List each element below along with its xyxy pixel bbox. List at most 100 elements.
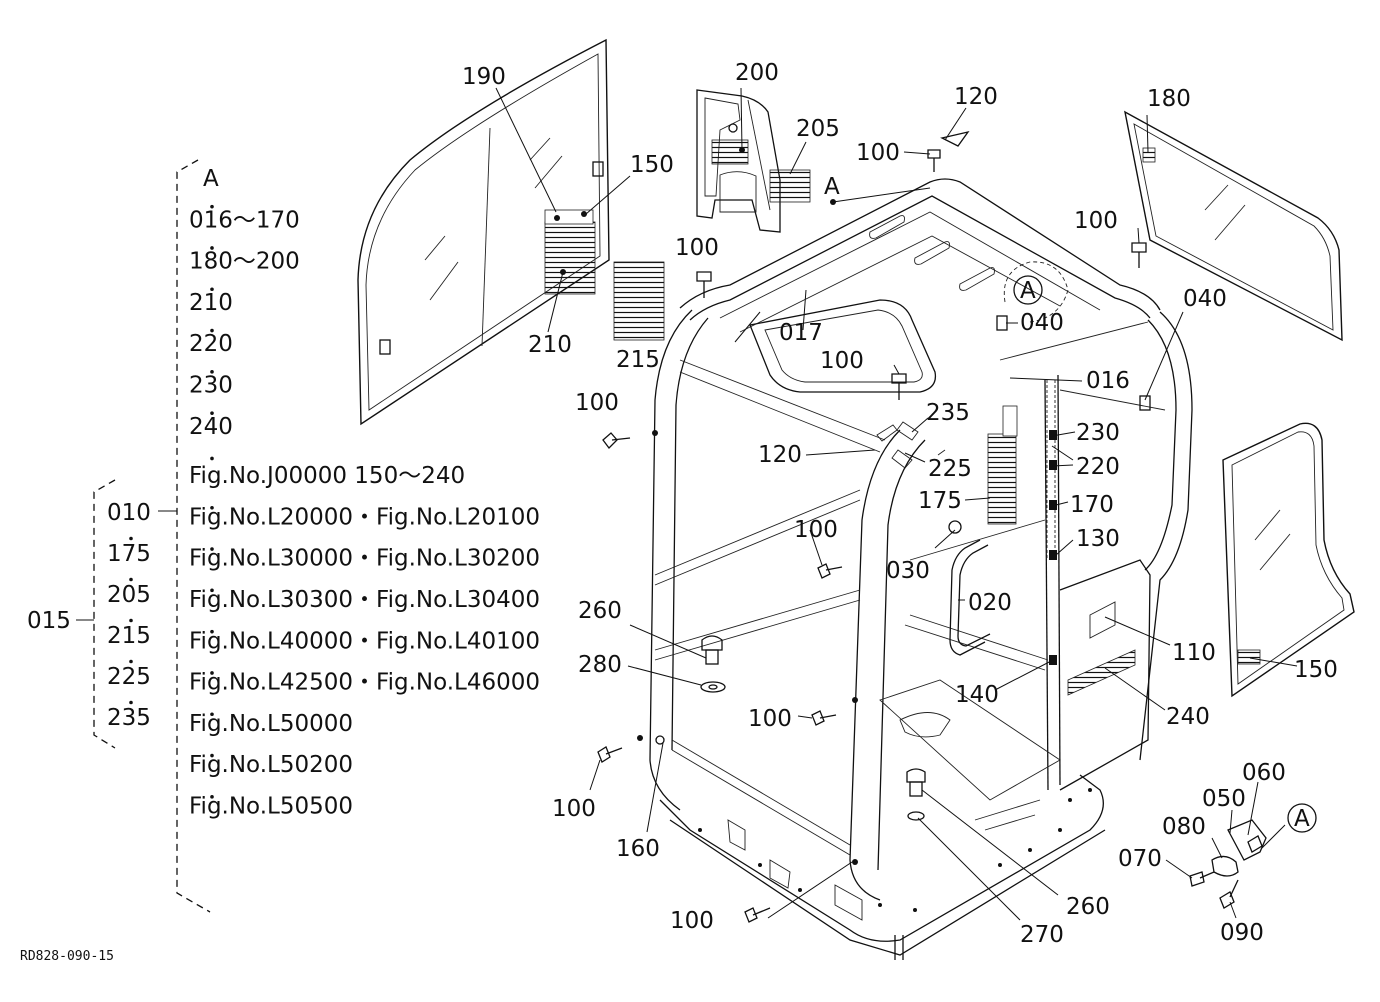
separator-dot: [210, 547, 214, 551]
separator-dot: [210, 588, 214, 593]
fasteners: [597, 130, 1267, 923]
separator-dot: [210, 328, 214, 333]
callout-030: 030: [886, 558, 930, 584]
callout-260: 260: [1066, 894, 1110, 920]
applicability-item: 230: [189, 373, 233, 399]
leader-lines: [495, 87, 1298, 921]
callout-110: 110: [1172, 640, 1216, 666]
detail-a-region: [1003, 261, 1069, 323]
separator-dot: [210, 370, 214, 374]
callout-100: 100: [748, 706, 792, 732]
right-side-window: [1124, 110, 1343, 342]
applicability-item: Fig.No.L50200: [189, 752, 353, 778]
callout-100: 100: [670, 908, 714, 934]
separator-dot: [129, 659, 133, 664]
applicability-item: Fig.No.J00000 150～240: [189, 463, 465, 489]
bolt-100-front: [696, 271, 712, 298]
cab-frame: [637, 178, 1193, 960]
point-a-dot: [830, 199, 836, 205]
applicability-item: Fig.No.L20000・Fig.No.L20100: [189, 504, 540, 530]
separator-dot: [210, 287, 214, 292]
left-door-glass: [357, 38, 610, 426]
callout-260: 260: [578, 598, 622, 624]
detail-a-assembly: [1189, 819, 1267, 909]
callout-a: A: [1020, 278, 1036, 304]
rear-panel: [696, 89, 781, 233]
bolt-100-bottom: [744, 907, 771, 923]
separator-dot: [210, 246, 214, 250]
separator-dot: [129, 700, 133, 705]
group-item: 235: [107, 705, 151, 731]
callout-190: 190: [462, 64, 506, 90]
callout-050: 050: [1202, 786, 1246, 812]
callout-017: 017: [779, 320, 823, 346]
callout-240: 240: [1166, 704, 1210, 730]
callout-180: 180: [1147, 86, 1191, 112]
detail-a-marker-detail: [1287, 803, 1317, 833]
group-item: 215: [107, 623, 151, 649]
callout-040: 040: [1020, 310, 1064, 336]
applicability-item: Fig.No.L30000・Fig.No.L30200: [189, 546, 540, 572]
group-item: 205: [107, 582, 151, 608]
callout-130: 130: [1076, 526, 1120, 552]
callout-080: 080: [1162, 814, 1206, 840]
bolt-100-center: [891, 373, 907, 400]
callout-120: 120: [758, 442, 802, 468]
separator-dot: [210, 795, 214, 799]
callout-150: 150: [1294, 657, 1338, 683]
applicability-item: Fig.No.L50500: [189, 794, 353, 820]
callout-070: 070: [1118, 846, 1162, 872]
callout-225: 225: [928, 456, 972, 482]
bolt-100-mid: [817, 563, 843, 579]
callout-a: A: [824, 174, 840, 200]
callout-220: 220: [1076, 454, 1120, 480]
applicability-item: 210: [189, 290, 233, 316]
callout-100: 100: [575, 390, 619, 416]
callout-labels: 190 150 210 215 200 205 120 100 A 180 10…: [462, 60, 1338, 948]
callout-020: 020: [968, 590, 1012, 616]
callout-215: 215: [616, 347, 660, 373]
callout-205: 205: [796, 116, 840, 142]
callout-270: 270: [1020, 922, 1064, 948]
bolt-100-bottom-left: [597, 746, 623, 763]
bolt-260-right: [906, 768, 926, 821]
applicability-item: 016～170: [189, 207, 300, 233]
bolt-100-left: [602, 432, 631, 449]
separator-dot: [210, 753, 214, 758]
applicability-list: A016～170180～200210220230240Fig.No.J00000…: [189, 166, 540, 820]
callout-210: 210: [528, 332, 572, 358]
drawing-code: RD828-090-15: [20, 949, 114, 964]
callout-100: 100: [1074, 208, 1118, 234]
callout-100: 100: [675, 235, 719, 261]
group-item: 010: [107, 500, 151, 526]
separator-dot: [210, 629, 214, 634]
separator-dot: [129, 618, 133, 623]
callout-a: A: [1294, 806, 1310, 832]
right-rear-window: [1222, 422, 1355, 698]
callout-280: 280: [578, 652, 622, 678]
callout-060: 060: [1242, 760, 1286, 786]
decal-205: [769, 169, 811, 203]
bolt-260-left: [700, 635, 726, 693]
decal-215: [613, 261, 665, 341]
callout-120: 120: [954, 84, 998, 110]
separator-dot: [210, 456, 214, 461]
applicability-item: Fig.No.L30300・Fig.No.L30400: [189, 587, 540, 613]
callout-090: 090: [1220, 920, 1264, 946]
callout-230: 230: [1076, 420, 1120, 446]
group-bracket: [93, 479, 116, 749]
applicability-item: 220: [189, 331, 233, 357]
callout-040: 040: [1183, 286, 1227, 312]
callout-100: 100: [856, 140, 900, 166]
separator-dot: [210, 671, 214, 675]
callout-100: 100: [552, 796, 596, 822]
legend-bracket: [176, 159, 211, 913]
callout-150: 150: [630, 152, 674, 178]
separator-dot: [210, 712, 214, 717]
detail-a-marker-cab: [1013, 275, 1043, 305]
applicability-item: A: [203, 166, 219, 192]
callout-170: 170: [1070, 492, 1114, 518]
